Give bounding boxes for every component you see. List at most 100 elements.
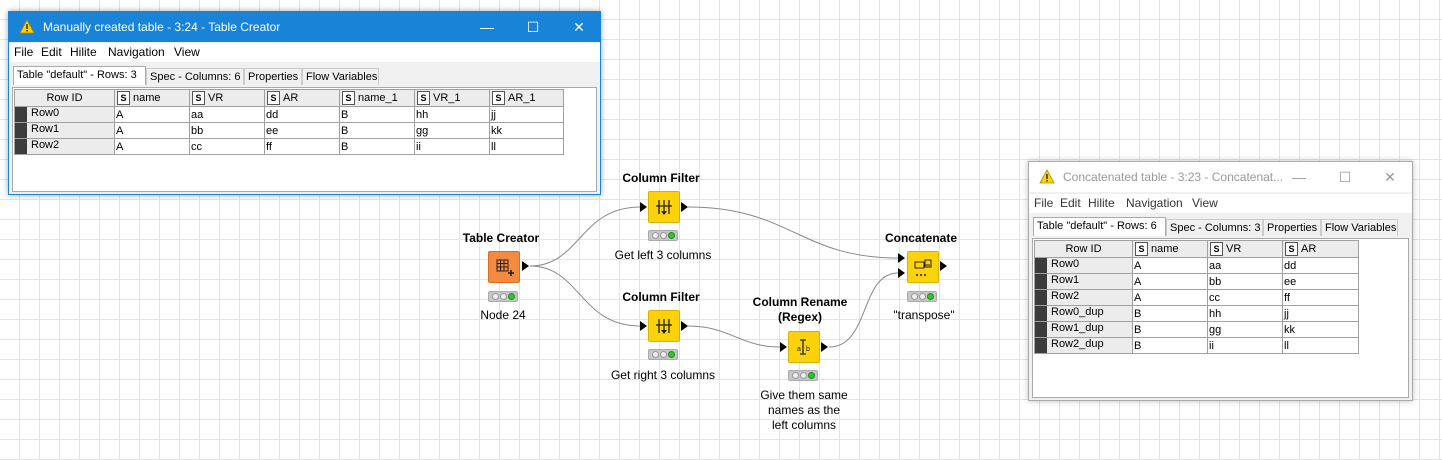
table-cell[interactable]: B xyxy=(339,138,415,155)
table-cell[interactable]: gg xyxy=(1207,321,1283,338)
column-header-rowid[interactable]: Row ID xyxy=(14,89,115,107)
input-port[interactable] xyxy=(640,321,647,331)
window-titlebar[interactable]: Concatenated table - 3:23 - Concatenat..… xyxy=(1029,162,1412,192)
table-cell[interactable]: bb xyxy=(189,122,265,139)
menu-file[interactable]: File xyxy=(14,45,34,59)
table-cell[interactable]: ll xyxy=(489,138,564,155)
menu-file[interactable]: File xyxy=(1034,196,1054,210)
table-cell[interactable]: cc xyxy=(1207,289,1283,306)
row-id-cell[interactable]: Row1 xyxy=(1034,273,1133,290)
column-filter-node[interactable] xyxy=(648,191,680,223)
output-port[interactable] xyxy=(522,261,529,271)
input-port[interactable] xyxy=(898,268,905,278)
maximize-button[interactable]: ☐ xyxy=(526,19,540,35)
close-button[interactable]: ✕ xyxy=(1384,169,1396,185)
table-cell[interactable]: bb xyxy=(1207,273,1283,290)
output-port[interactable] xyxy=(940,261,947,271)
table-cell[interactable]: kk xyxy=(1282,321,1359,338)
menu-navigation[interactable]: Navigation xyxy=(1126,196,1183,210)
row-id-cell[interactable]: Row2 xyxy=(14,138,115,155)
concatenate-node[interactable] xyxy=(907,251,939,283)
tab-flow-variables[interactable]: Flow Variables xyxy=(1321,219,1398,236)
table-cell[interactable]: A xyxy=(114,138,190,155)
tab-properties[interactable]: Properties xyxy=(244,68,302,85)
menu-navigation[interactable]: Navigation xyxy=(108,45,165,59)
row-id-cell[interactable]: Row1 xyxy=(14,122,115,139)
table-cell[interactable]: B xyxy=(1132,321,1208,338)
table-cell[interactable]: gg xyxy=(414,122,490,139)
table-cell[interactable]: B xyxy=(1132,305,1208,322)
table-cell[interactable]: ii xyxy=(1207,337,1283,354)
minimize-button[interactable]: — xyxy=(1292,169,1306,185)
row-id-cell[interactable]: Row1_dup xyxy=(1034,321,1133,338)
row-id-cell[interactable]: Row0 xyxy=(1034,257,1133,274)
table-cell[interactable]: hh xyxy=(414,106,490,123)
table-view-window[interactable]: Concatenated table - 3:23 - Concatenat..… xyxy=(1028,161,1413,401)
column-header-rowid[interactable]: Row ID xyxy=(1034,240,1133,258)
row-id-cell[interactable]: Row0_dup xyxy=(1034,305,1133,322)
menu-view[interactable]: View xyxy=(1192,196,1218,210)
table-cell[interactable]: kk xyxy=(489,122,564,139)
menu-hilite[interactable]: Hilite xyxy=(1088,196,1115,210)
table-cell[interactable]: A xyxy=(114,122,190,139)
table-cell[interactable]: B xyxy=(339,122,415,139)
maximize-button[interactable]: ☐ xyxy=(1338,169,1352,185)
output-port[interactable] xyxy=(821,342,828,352)
table-cell[interactable]: dd xyxy=(1282,257,1359,274)
tab-spec[interactable]: Spec - Columns: 6 xyxy=(146,68,244,85)
table-cell[interactable]: ee xyxy=(264,122,340,139)
table-cell[interactable]: cc xyxy=(189,138,265,155)
table-cell[interactable]: aa xyxy=(1207,257,1283,274)
close-button[interactable]: ✕ xyxy=(573,19,585,35)
table-cell[interactable]: A xyxy=(114,106,190,123)
table-cell[interactable]: jj xyxy=(1282,305,1359,322)
menu-hilite[interactable]: Hilite xyxy=(70,45,97,59)
table-cell[interactable]: A xyxy=(1132,273,1208,290)
table-cell[interactable]: ll xyxy=(1282,337,1359,354)
input-port[interactable] xyxy=(780,342,787,352)
menu-edit[interactable]: Edit xyxy=(1060,196,1081,210)
table-cell[interactable]: ee xyxy=(1282,273,1359,290)
output-port[interactable] xyxy=(681,321,688,331)
column-filter-node[interactable] xyxy=(648,310,680,342)
minimize-button[interactable]: — xyxy=(480,19,494,35)
window-titlebar[interactable]: Manually created table - 3:24 - Table Cr… xyxy=(9,12,600,42)
tab-spec[interactable]: Spec - Columns: 3 xyxy=(1166,219,1263,236)
row-id-cell[interactable]: Row0 xyxy=(14,106,115,123)
menu-view[interactable]: View xyxy=(174,45,200,59)
menu-edit[interactable]: Edit xyxy=(41,45,62,59)
table-view-window[interactable]: Manually created table - 3:24 - Table Cr… xyxy=(8,11,601,195)
table-cell[interactable]: jj xyxy=(489,106,564,123)
table-cell[interactable]: aa xyxy=(189,106,265,123)
table-cell[interactable]: ff xyxy=(1282,289,1359,306)
table-cell[interactable]: B xyxy=(1132,337,1208,354)
table-cell[interactable]: ii xyxy=(414,138,490,155)
table-creator-node[interactable] xyxy=(488,251,520,283)
table-cell[interactable]: A xyxy=(1132,257,1208,274)
table-cell[interactable]: ff xyxy=(264,138,340,155)
input-port[interactable] xyxy=(640,202,647,212)
table-cell[interactable]: A xyxy=(1132,289,1208,306)
table-cell[interactable]: B xyxy=(339,106,415,123)
tab-table[interactable]: Table "default" - Rows: 3 xyxy=(13,66,146,85)
output-port[interactable] xyxy=(681,202,688,212)
tab-flow-variables[interactable]: Flow Variables xyxy=(302,68,379,85)
